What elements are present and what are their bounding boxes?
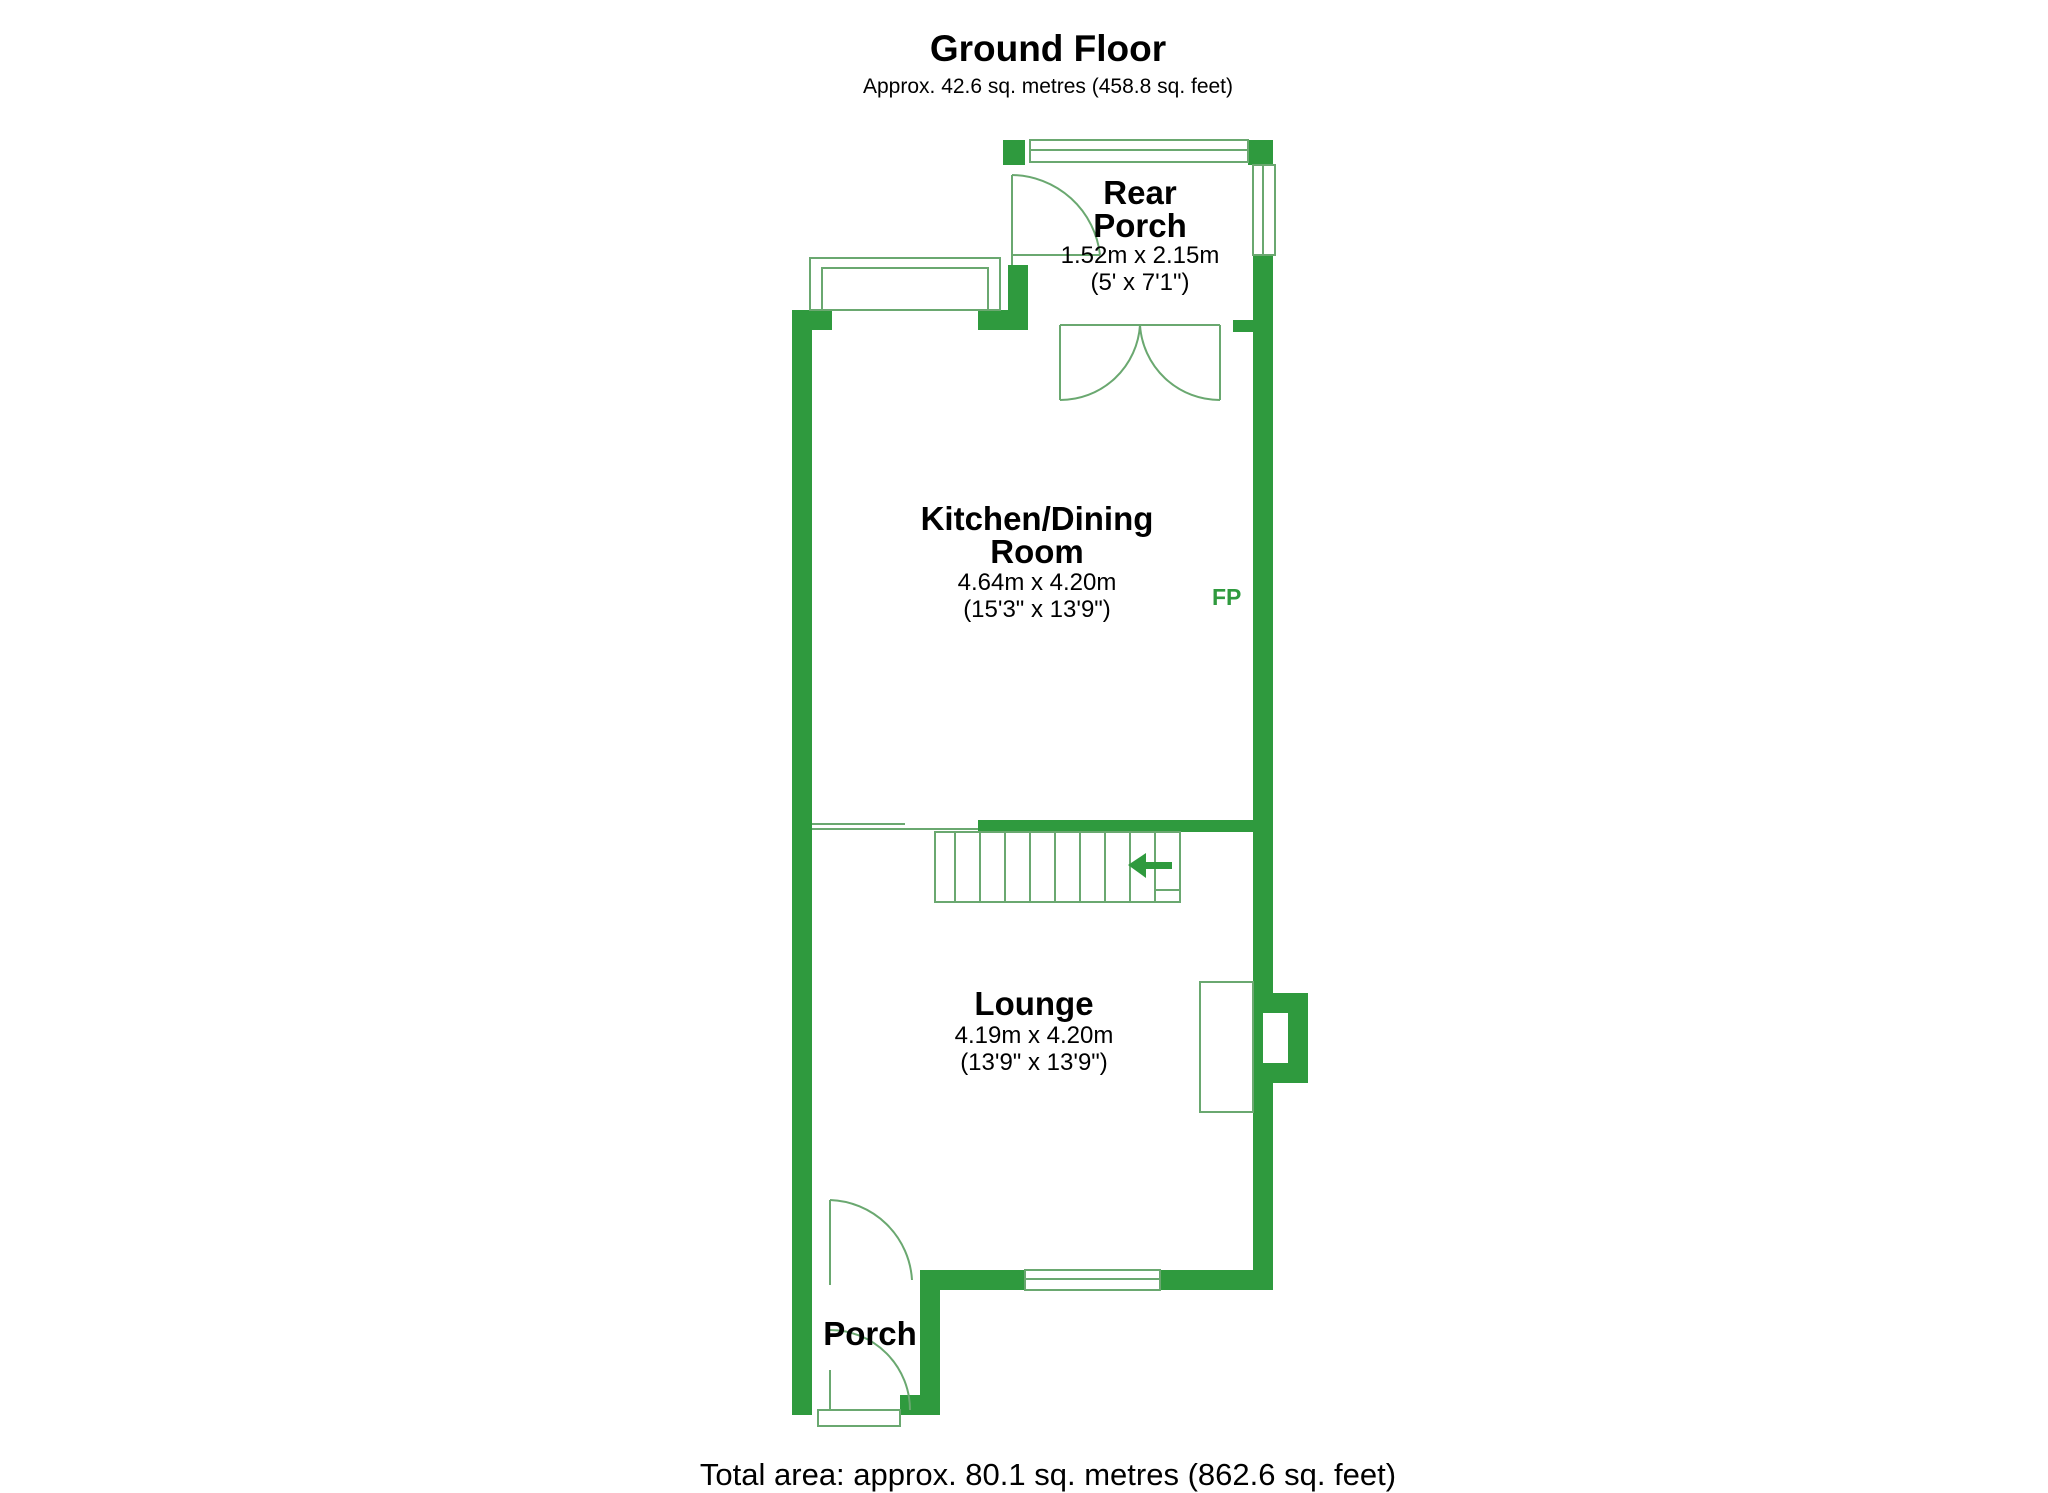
kitchen-name-1: Kitchen/Dining xyxy=(921,500,1154,537)
wall-bottom-right xyxy=(1160,1270,1273,1290)
rear-porch-name-1: Rear xyxy=(1103,174,1177,211)
wall-internal-left xyxy=(792,823,812,835)
kitchen-window-inner xyxy=(821,267,989,311)
porch-window xyxy=(817,1409,901,1427)
floor-title: Ground Floor xyxy=(929,28,1167,69)
wall-porch-right xyxy=(920,1270,940,1415)
fixtures xyxy=(809,139,1276,1427)
walls xyxy=(792,140,1308,1415)
wall-right xyxy=(1253,255,1273,1290)
kitchen-name-2: Room xyxy=(990,533,1084,570)
lounge-dim-ft: (13'9" x 13'9") xyxy=(960,1049,1108,1076)
kitchen-window xyxy=(809,257,1001,311)
lounge-fireplace xyxy=(1199,981,1254,1113)
porch-name: Porch xyxy=(823,1315,917,1352)
rear-porch-dim-m: 1.52m x 2.15m xyxy=(1061,242,1220,269)
lounge-name: Lounge xyxy=(974,985,1093,1022)
stair-arrow-icon xyxy=(1128,853,1172,878)
lounge-dim-m: 4.19m x 4.20m xyxy=(955,1022,1114,1049)
wall-rear-porch-corner-right xyxy=(1248,140,1273,165)
kitchen-dim-ft: (15'3" x 13'9") xyxy=(963,596,1111,623)
rear-porch-name-2: Porch xyxy=(1093,207,1187,244)
wall-bottom-left xyxy=(920,1270,1025,1290)
floor-area: Approx. 42.6 sq. metres (458.8 sq. feet) xyxy=(862,75,1234,98)
chimney-inner xyxy=(1263,1013,1288,1063)
wall-top-left-stub xyxy=(792,310,832,330)
wall-porch-bottom xyxy=(900,1395,940,1415)
rear-porch-dim-ft: (5' x 7'1") xyxy=(1090,269,1189,296)
wall-rear-porch-left xyxy=(1008,265,1028,330)
wall-left xyxy=(792,310,812,1415)
wall-internal xyxy=(978,820,1273,832)
wall-rear-porch-corner-left xyxy=(1003,140,1025,165)
wall-right-door-stub xyxy=(1233,320,1273,332)
kitchen-dim-m: 4.64m x 4.20m xyxy=(958,569,1117,596)
fireplace-label: FP xyxy=(1212,584,1241,610)
wall-porch-top-left xyxy=(792,1275,812,1287)
total-area: Total area: approx. 80.1 sq. metres (862… xyxy=(699,1457,1397,1492)
